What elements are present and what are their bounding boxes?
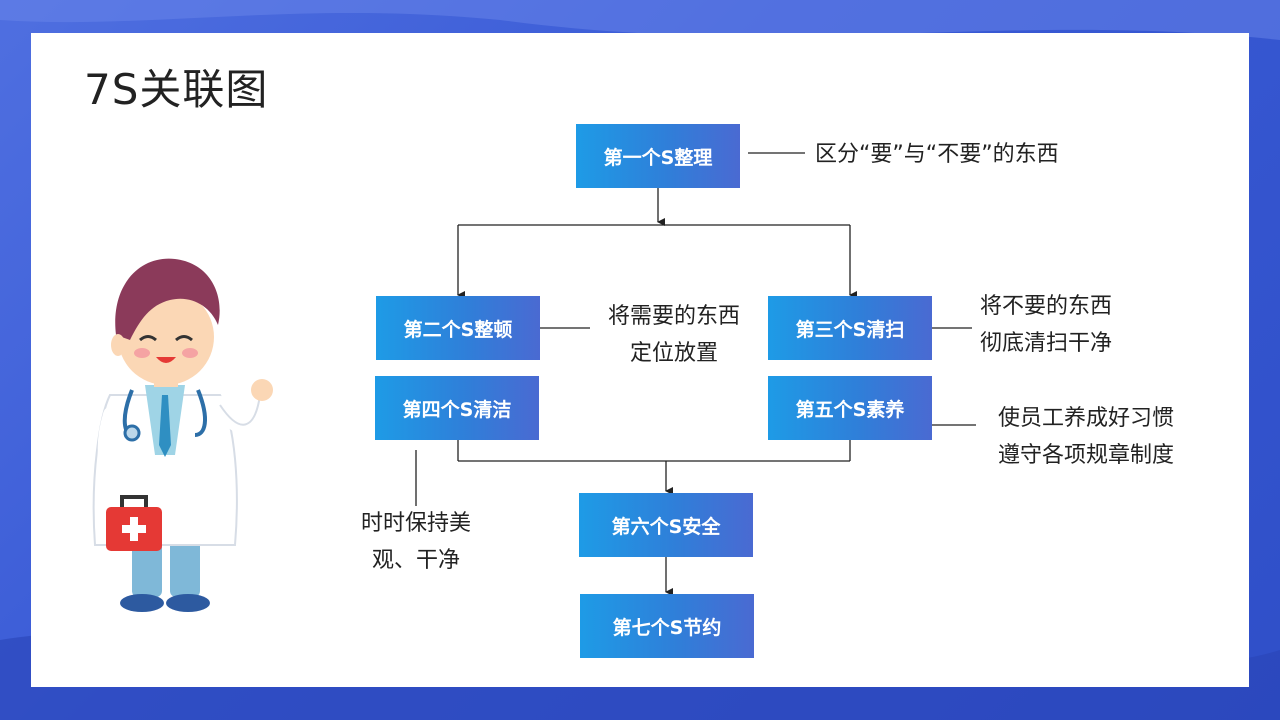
step-3-box: 第三个S清扫 — [768, 296, 932, 360]
step-3-note-line-1: 将不要的东西 — [980, 294, 1113, 319]
step-5-note-line-2: 遵守各项规章制度 — [998, 443, 1175, 468]
step-7-box: 第七个S节约 — [580, 594, 754, 658]
step-2-box: 第二个S整顿 — [376, 296, 540, 360]
slide-title: 7S关联图 — [84, 65, 269, 114]
step-1-note: 区分“要”与“不要”的东西 — [815, 142, 1059, 167]
step-2-note-line-1: 将需要的东西 — [607, 304, 740, 329]
step-5-box: 第五个S素养 — [768, 376, 932, 440]
step-4-note: 时时保持美 观、干净 — [348, 505, 484, 579]
step-3-note: 将不要的东西 彻底清扫干净 — [980, 288, 1112, 362]
step-2-note-line-2: 定位放置 — [629, 341, 718, 366]
step-4-box: 第四个S清洁 — [375, 376, 539, 440]
step-5-note: 使员工养成好习惯 遵守各项规章制度 — [998, 400, 1174, 474]
step-4-note-line-1: 时时保持美 — [360, 511, 471, 536]
step-5-note-line-1: 使员工养成好习惯 — [998, 406, 1175, 431]
step-1-box: 第一个S整理 — [576, 124, 740, 188]
step-6-box: 第六个S安全 — [579, 493, 753, 557]
step-4-note-line-2: 观、干净 — [371, 548, 460, 573]
doctor-illustration — [92, 258, 273, 612]
step-2-note: 将需要的东西 定位放置 — [596, 298, 752, 372]
step-3-note-line-2: 彻底清扫干净 — [980, 331, 1113, 356]
